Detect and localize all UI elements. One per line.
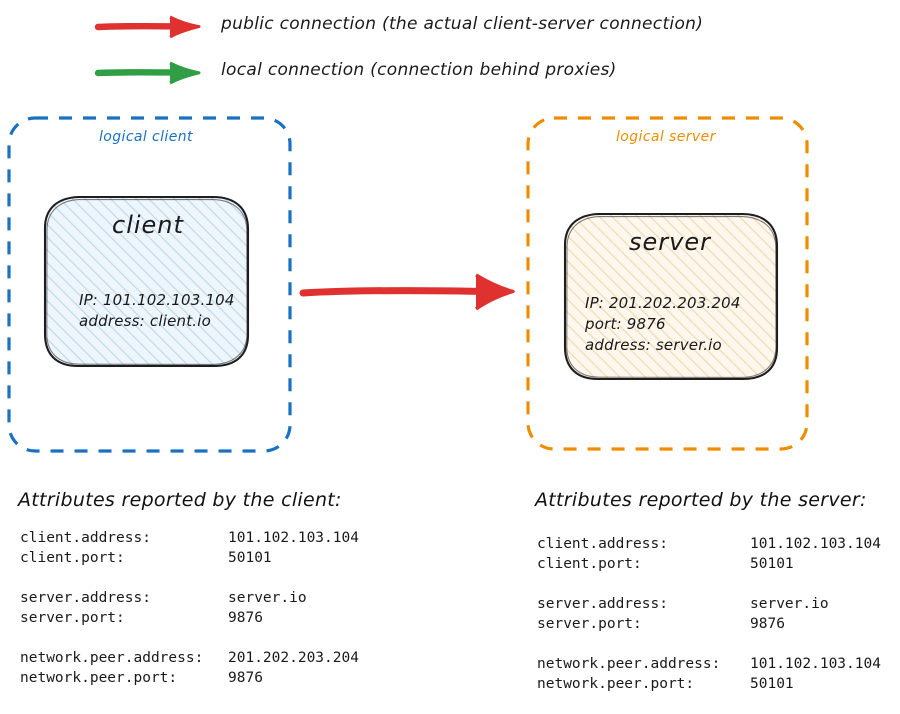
public-connection-arrow bbox=[299, 273, 515, 311]
attr-value: 201.202.203.204 bbox=[228, 650, 359, 666]
legend-label-local: local connection (connection behind prox… bbox=[221, 60, 617, 80]
attr-key: client.port: bbox=[537, 556, 642, 572]
attr-value: 9876 bbox=[228, 610, 263, 626]
attr-value: 9876 bbox=[228, 670, 263, 686]
server-node-line-address: address: server.io bbox=[585, 336, 722, 354]
attr-value: 101.102.103.104 bbox=[750, 536, 881, 552]
logical-server-container bbox=[526, 116, 809, 451]
attr-key: network.peer.address: bbox=[20, 650, 204, 666]
attr-value: server.io bbox=[750, 596, 829, 612]
client-attributes-heading: Attributes reported by the client: bbox=[18, 489, 342, 511]
server-node-line-port: port: 9876 bbox=[585, 315, 666, 333]
server-node-title: server bbox=[629, 228, 711, 256]
attr-key: network.peer.port: bbox=[20, 670, 178, 686]
attr-key: server.address: bbox=[20, 590, 151, 606]
server-node-line-ip: IP: 201.202.203.204 bbox=[585, 294, 741, 312]
attr-value: 9876 bbox=[750, 616, 785, 632]
legend-label-public: public connection (the actual client-ser… bbox=[221, 14, 704, 34]
client-node-line-ip: IP: 101.102.103.104 bbox=[79, 291, 235, 309]
attr-key: client.address: bbox=[20, 530, 151, 546]
attr-value: 50101 bbox=[750, 676, 794, 692]
attr-key: network.peer.address: bbox=[537, 656, 721, 672]
logical-server-label: logical server bbox=[616, 129, 716, 145]
logical-client-label: logical client bbox=[99, 129, 193, 145]
attr-value: 50101 bbox=[228, 550, 272, 566]
attr-value: 101.102.103.104 bbox=[228, 530, 359, 546]
legend-arrow-public bbox=[94, 15, 201, 39]
attr-key: server.address: bbox=[537, 596, 668, 612]
attr-key: network.peer.port: bbox=[537, 676, 695, 692]
attr-key: server.port: bbox=[537, 616, 642, 632]
attr-key: client.port: bbox=[20, 550, 125, 566]
attr-key: client.address: bbox=[537, 536, 668, 552]
legend-arrow-local bbox=[94, 61, 201, 85]
attr-key: server.port: bbox=[20, 610, 125, 626]
attr-value: 50101 bbox=[750, 556, 794, 572]
server-attributes-heading: Attributes reported by the server: bbox=[535, 489, 867, 511]
client-node-line-address: address: client.io bbox=[79, 312, 211, 330]
attr-value: server.io bbox=[228, 590, 307, 606]
client-node-title: client bbox=[112, 211, 184, 239]
attr-value: 101.102.103.104 bbox=[750, 656, 881, 672]
logical-client-container bbox=[7, 116, 292, 453]
